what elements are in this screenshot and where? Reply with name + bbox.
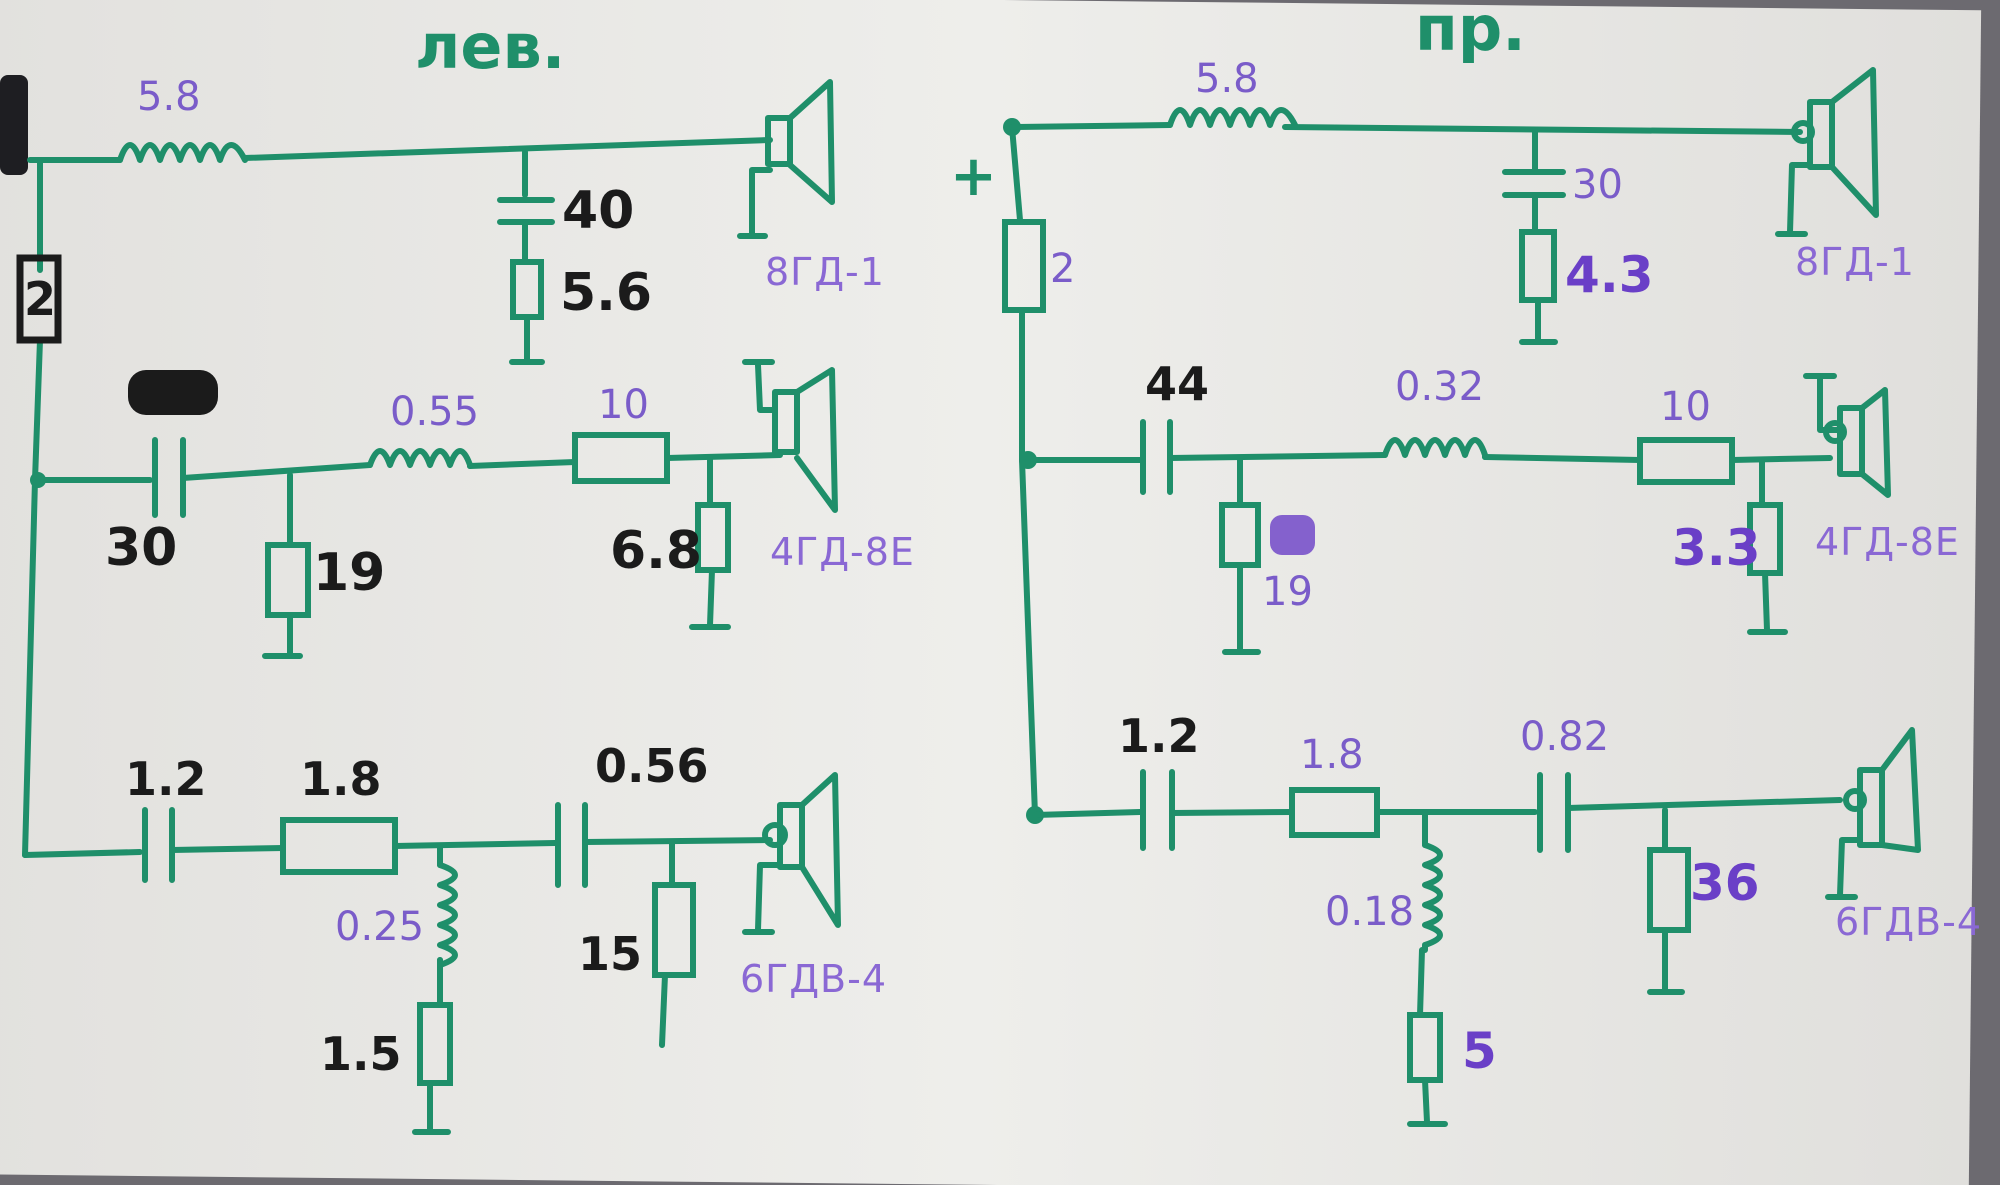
left-bass-inductor-resistor-label: 1.5: [320, 1027, 402, 1081]
left-tweeter-inductor: [117, 142, 248, 163]
left-mid-capacitor-blot: [128, 370, 218, 415]
left-bass-speaker-name: 6ГДВ-4: [740, 957, 887, 1001]
right-bass-shunt-resistor: [1647, 847, 1691, 933]
left-mid-capacitor-label: 30: [105, 518, 177, 578]
left-mid-shunt2-resistor-label: 6.8: [610, 521, 702, 581]
left-circuit: 2 5.8 40 5.6 8ГД-1 30 19 0.55: [0, 74, 915, 1135]
right-bass-capacitor2: [1537, 772, 1571, 853]
left-bass-inductor-label: 0.25: [335, 904, 424, 950]
right-bass-speaker-name: 6ГДВ-4: [1835, 900, 1982, 944]
right-bass-capacitor1-label: 1.2: [1118, 709, 1200, 763]
right-bus-resistor-label: 2: [1050, 246, 1075, 292]
left-bass-capacitor2-label: 0.56: [595, 739, 709, 793]
left-mid-shunt-resistor-label: 19: [313, 543, 385, 603]
right-mid-shunt-blot: [1270, 515, 1315, 555]
right-mid-series-resistor-label: 10: [1660, 384, 1711, 430]
left-tweeter-capacitor-label: 40: [562, 181, 634, 241]
left-bass-speaker: [742, 772, 841, 935]
left-mid-inductor: [367, 448, 473, 469]
left-mid-speaker: [742, 359, 838, 513]
right-tweeter-inductor: [1167, 107, 1298, 128]
right-title: пр.: [1415, 0, 1526, 65]
left-input-terminal: [0, 75, 28, 175]
right-bass-speaker: [1825, 727, 1921, 900]
right-mid-speaker-name: 4ГД-8Е: [1815, 520, 1960, 564]
left-bass-shunt-resistor-label: 15: [578, 927, 642, 981]
right-bass-inductor: [1422, 842, 1443, 953]
right-circuit: + 2 5.8 30 4.3 8ГД-1 44 19: [950, 56, 1982, 1127]
left-title: лев.: [415, 10, 565, 83]
left-mid-inductor-label: 0.55: [390, 389, 479, 435]
right-plus-sign: +: [950, 144, 997, 209]
left-tweeter-speaker-name: 8ГД-1: [765, 250, 885, 294]
right-tweeter-resistor-label: 4.3: [1565, 246, 1654, 304]
right-mid-capacitor-label: 44: [1145, 357, 1209, 411]
right-mid-inductor: [1382, 437, 1488, 460]
right-bass-inductor-label: 0.18: [1325, 889, 1414, 935]
right-bass-capacitor2-label: 0.82: [1520, 714, 1609, 760]
left-bass-series-resistor-label: 1.8: [300, 752, 382, 806]
right-bus-resistor: [1002, 219, 1046, 313]
left-mid-speaker-name: 4ГД-8Е: [770, 530, 915, 574]
right-mid-shunt2-resistor-label: 3.3: [1672, 519, 1761, 577]
left-bass-inductor-resistor: [417, 1002, 453, 1086]
left-bus-resistor-label: 2: [24, 272, 56, 326]
right-tweeter-capacitor-label: 30: [1572, 162, 1623, 208]
right-tweeter-inductor-label: 5.8: [1195, 56, 1259, 102]
right-bass-series-resistor-label: 1.8: [1300, 732, 1364, 778]
right-mid-speaker: [1803, 373, 1891, 498]
left-bass-shunt-resistor: [652, 882, 696, 978]
left-mid-series-resistor-label: 10: [598, 382, 649, 428]
right-tweeter-speaker-name: 8ГД-1: [1795, 240, 1915, 284]
left-tweeter-speaker: [737, 79, 835, 239]
left-bass-capacitor1: [142, 807, 175, 883]
right-mid-shunt-resistor-label: 19: [1262, 569, 1313, 615]
left-bass-capacitor1-label: 1.2: [125, 752, 207, 806]
left-bass-capacitor2: [555, 802, 588, 888]
right-mid-inductor-label: 0.32: [1395, 364, 1484, 410]
right-bass-shunt-resistor-label: 36: [1690, 854, 1760, 912]
right-tweeter-speaker: [1775, 67, 1879, 237]
right-bass-inductor-resistor-label: 5: [1462, 1022, 1497, 1080]
left-bus-resistor: [16, 254, 62, 344]
left-tweeter-resistor-label: 5.6: [560, 263, 652, 323]
left-tweeter-inductor-label: 5.8: [137, 74, 201, 120]
left-bass-inductor: [437, 862, 458, 968]
